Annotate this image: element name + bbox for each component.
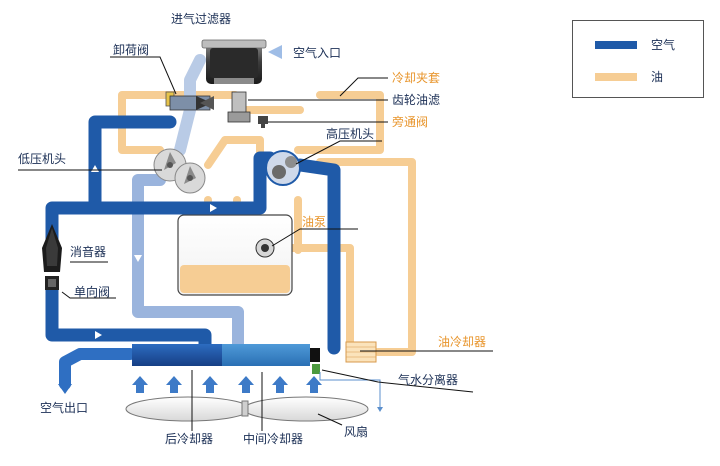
muffler <box>42 224 62 272</box>
intercooler-core <box>222 344 310 366</box>
airflow-arrow <box>238 376 254 393</box>
label-air-inlet: 空气入口 <box>293 45 341 60</box>
fan <box>125 396 369 422</box>
fan-hub <box>241 400 249 417</box>
air-pipe-muffler-down <box>45 281 212 352</box>
airflow-arrow <box>306 376 322 393</box>
label-low-pressure-head: 低压机头 <box>18 152 66 166</box>
legend-swatch-oil <box>595 72 637 81</box>
airflow-arrow <box>132 376 148 393</box>
airflow-arrow <box>166 376 182 393</box>
air-pipe-hp-feed <box>88 151 277 215</box>
fan-blade-right <box>243 396 369 422</box>
arrow-lp-down <box>134 255 142 262</box>
legend-label-air: 空气 <box>651 38 676 52</box>
aftercooler-core <box>132 344 222 366</box>
labels: 进气过滤器 空气入口 卸荷阀 冷却夹套 齿轮油滤 旁通阀 高压机头 低压机头 油… <box>18 11 486 446</box>
low-pressure-head <box>153 148 206 194</box>
air-inlet-arrow <box>268 45 282 59</box>
label-water-separator: 气水分离器 <box>398 372 458 387</box>
label-oil-pump: 油泵 <box>302 215 326 229</box>
legend-item-air: 空气 <box>595 36 675 53</box>
label-bypass-valve: 旁通阀 <box>392 114 428 129</box>
unloader-valve <box>165 91 214 111</box>
air-pipe-outlet <box>59 348 136 390</box>
check-valve <box>45 276 59 290</box>
arrow-bottom-run <box>95 331 102 339</box>
fan-blade-left <box>125 396 251 422</box>
air-circuit <box>45 54 341 390</box>
label-high-pressure-head: 高压机头 <box>326 126 374 141</box>
legend-label-oil: 油 <box>651 70 664 84</box>
cooling-airflow-arrows <box>132 376 322 393</box>
label-intake-filter: 进气过滤器 <box>171 11 231 26</box>
label-intercooler: 中间冷却器 <box>243 431 303 446</box>
label-aftercooler: 后冷却器 <box>165 432 213 446</box>
oil-pipe-to-cooler <box>316 158 416 356</box>
label-oil-cooler: 油冷却器 <box>438 335 486 349</box>
legend: 空气 油 <box>572 20 704 98</box>
cooler-end-cap <box>310 348 320 362</box>
label-fan: 风扇 <box>344 424 368 439</box>
air-pipe-lp-discharge <box>132 174 244 351</box>
arrow-hp-feed <box>210 204 217 212</box>
water-separator-body <box>312 364 320 374</box>
bypass-valve <box>258 116 268 128</box>
label-cooling-jacket: 冷却夹套 <box>392 71 440 85</box>
label-unloader-valve: 卸荷阀 <box>113 42 149 57</box>
oil-pump <box>255 238 275 258</box>
leader-lines <box>18 56 493 431</box>
air-pipe-inlet <box>174 54 206 156</box>
label-air-outlet: 空气出口 <box>40 400 88 415</box>
air-pipe-hp-discharge <box>293 158 341 355</box>
cooler-bank <box>132 341 377 374</box>
label-muffler: 消音器 <box>70 244 106 259</box>
airflow-arrow <box>272 376 288 393</box>
airflow-arrow <box>202 376 218 393</box>
flow-arrows <box>91 165 217 339</box>
legend-swatch-air <box>595 40 637 49</box>
condensate-drain <box>319 372 383 412</box>
legend-item-oil: 油 <box>595 68 663 85</box>
air-outlet-arrowhead <box>58 384 72 394</box>
gear-oil-filter <box>227 91 251 123</box>
label-gear-oil-filter: 齿轮油滤 <box>392 93 440 107</box>
label-check-valve: 单向阀 <box>74 284 110 299</box>
oil-tank <box>177 214 293 296</box>
intake-filter <box>201 39 267 84</box>
high-pressure-head <box>265 150 301 186</box>
oil-pipe-center-riser <box>204 136 264 204</box>
